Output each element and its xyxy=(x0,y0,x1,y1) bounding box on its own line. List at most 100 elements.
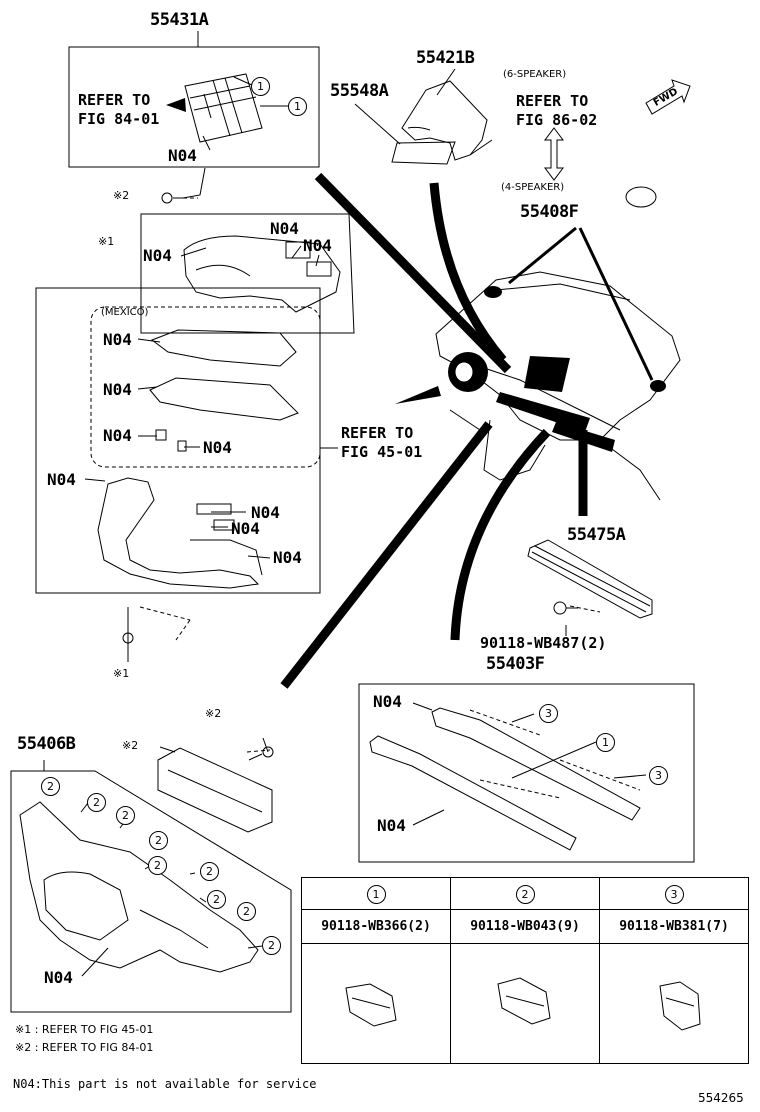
pointer-55403F xyxy=(450,428,551,641)
figure-number: 554265 xyxy=(698,1091,744,1105)
speaker-left-dark xyxy=(484,286,502,298)
mexico-parts-drawing xyxy=(149,329,299,452)
speaker-right-dark xyxy=(650,380,666,392)
part-55408F: 55408F xyxy=(520,202,579,222)
part-55548A: 55548A xyxy=(330,81,389,101)
n04-label: N04 xyxy=(270,219,299,238)
box-column-cover-upper xyxy=(140,213,355,334)
n04-label: N04 xyxy=(103,426,132,445)
mark-2: ※2 xyxy=(122,739,139,752)
n04-label: N04 xyxy=(251,503,280,522)
clip-ref-2: 2 xyxy=(149,831,168,850)
part-55475A: 55475A xyxy=(567,525,626,545)
variant-6-speaker: (6-SPEAKER) xyxy=(503,69,567,80)
n04-label: N04 xyxy=(168,146,197,165)
clip-ref-2: 2 xyxy=(148,856,167,875)
clip-ref-2: 2 xyxy=(87,793,106,812)
refer-84-line2: FIG 84-01 xyxy=(78,110,160,128)
mark-2: ※2 xyxy=(205,707,222,720)
panel-trim-dark xyxy=(496,392,590,432)
pointer-55548A xyxy=(314,172,512,374)
n04-label: N04 xyxy=(47,470,76,489)
clip-ref-3: 3 xyxy=(539,704,558,723)
pointer-55408F-left xyxy=(508,226,577,285)
refer-86-line1: REFER TO xyxy=(516,92,589,110)
clip-table: 1 2 3 90118-WB366(2) 90118-WB043(9) 9011… xyxy=(301,877,749,1064)
clip-ref-2: 2 xyxy=(116,806,135,825)
instrument-panel-drawing xyxy=(435,271,681,501)
refer-86-line2: FIG 86-02 xyxy=(516,111,598,129)
clip-ref-1: 1 xyxy=(251,77,270,96)
n04-label: N04 xyxy=(373,692,402,711)
part-55406B: 55406B xyxy=(17,734,76,754)
screw-84b-drawing xyxy=(248,746,274,761)
variant-mexico: (MEXICO) xyxy=(101,307,149,318)
clip-ref-2: 2 xyxy=(41,777,60,796)
clip-image-cell xyxy=(599,943,749,1064)
switch-panel-drawing xyxy=(157,747,273,833)
clip-part-number: 90118-WB043(9) xyxy=(450,909,600,944)
clip-part-number: 90118-WB366(2) xyxy=(301,909,451,944)
pointer-55421B xyxy=(429,182,507,363)
clip-part-number: 90118-WB381(7) xyxy=(599,909,749,944)
n04-label: N04 xyxy=(231,519,260,538)
box-55406B xyxy=(10,770,292,1013)
part-55403F: 55403F xyxy=(486,654,545,674)
bracket-55431A-drawing xyxy=(184,73,263,143)
clip-table-header: 2 xyxy=(450,877,600,910)
mark-1: ※1 xyxy=(98,235,115,248)
n04-label: N04 xyxy=(303,236,332,255)
n04-label: N04 xyxy=(143,246,172,265)
clip-ref-2: 2 xyxy=(237,902,256,921)
variant-4-speaker: (4-SPEAKER) xyxy=(501,182,565,193)
grille-55408F-drawing xyxy=(625,186,657,208)
cover-upper-drawing xyxy=(183,235,341,313)
refer-45-line2: FIG 45-01 xyxy=(341,443,423,461)
n04-label: N04 xyxy=(377,816,406,835)
mark-2: ※2 xyxy=(113,189,130,202)
pad-55548A-drawing xyxy=(391,141,456,165)
cover-lower-drawing xyxy=(97,477,263,589)
clip-image-cell xyxy=(450,943,600,1064)
note-fig-84: ※2 : REFER TO FIG 84-01 xyxy=(15,1041,154,1054)
clip-table-header: 1 xyxy=(301,877,451,910)
screw-column-drawing xyxy=(122,626,134,644)
part-55431A: 55431A xyxy=(150,10,209,30)
refer-84-line1: REFER TO xyxy=(78,91,151,109)
screw-84-drawing xyxy=(161,192,183,204)
note-fig-45: ※1 : REFER TO FIG 45-01 xyxy=(15,1023,154,1036)
clip-image-cell xyxy=(301,943,451,1064)
n04-label: N04 xyxy=(273,548,302,567)
clip-table-header: 3 xyxy=(599,877,749,910)
clip-ref-2: 2 xyxy=(207,890,226,909)
n04-label: N04 xyxy=(44,968,73,987)
arrow-speaker-variant xyxy=(544,127,564,181)
arrow-refer-84 xyxy=(166,98,186,112)
part-bolt-wb487: 90118-WB487(2) xyxy=(480,634,607,652)
note-n04-service: N04:This part is not available for servi… xyxy=(13,1077,317,1091)
n04-label: N04 xyxy=(103,380,132,399)
pointer-column-cover xyxy=(395,386,441,404)
clip-ref-2: 2 xyxy=(262,936,281,955)
pointer-55408F-right xyxy=(578,227,654,381)
n04-label: N04 xyxy=(203,438,232,457)
refer-45-line1: REFER TO xyxy=(341,424,414,442)
mark-1: ※1 xyxy=(113,667,130,680)
bolt-wb487-drawing xyxy=(553,601,578,615)
box-55403F xyxy=(358,683,695,863)
pointer-55406B xyxy=(280,421,493,689)
clip-ref-1: 1 xyxy=(288,97,307,116)
panel-55421B-drawing xyxy=(401,80,493,161)
fwd-arrow xyxy=(645,79,691,115)
clip-ref-1: 1 xyxy=(596,733,615,752)
strip-55475A-drawing xyxy=(527,539,653,619)
clip-ref-2: 2 xyxy=(200,862,219,881)
panel-center-dark xyxy=(524,356,570,392)
bezel-55406B-drawing xyxy=(19,801,259,973)
clip-ref-3: 3 xyxy=(649,766,668,785)
box-mexico xyxy=(90,306,321,468)
box-55431A xyxy=(68,46,320,168)
box-column-cover-group xyxy=(35,287,321,594)
n04-label: N04 xyxy=(103,330,132,349)
